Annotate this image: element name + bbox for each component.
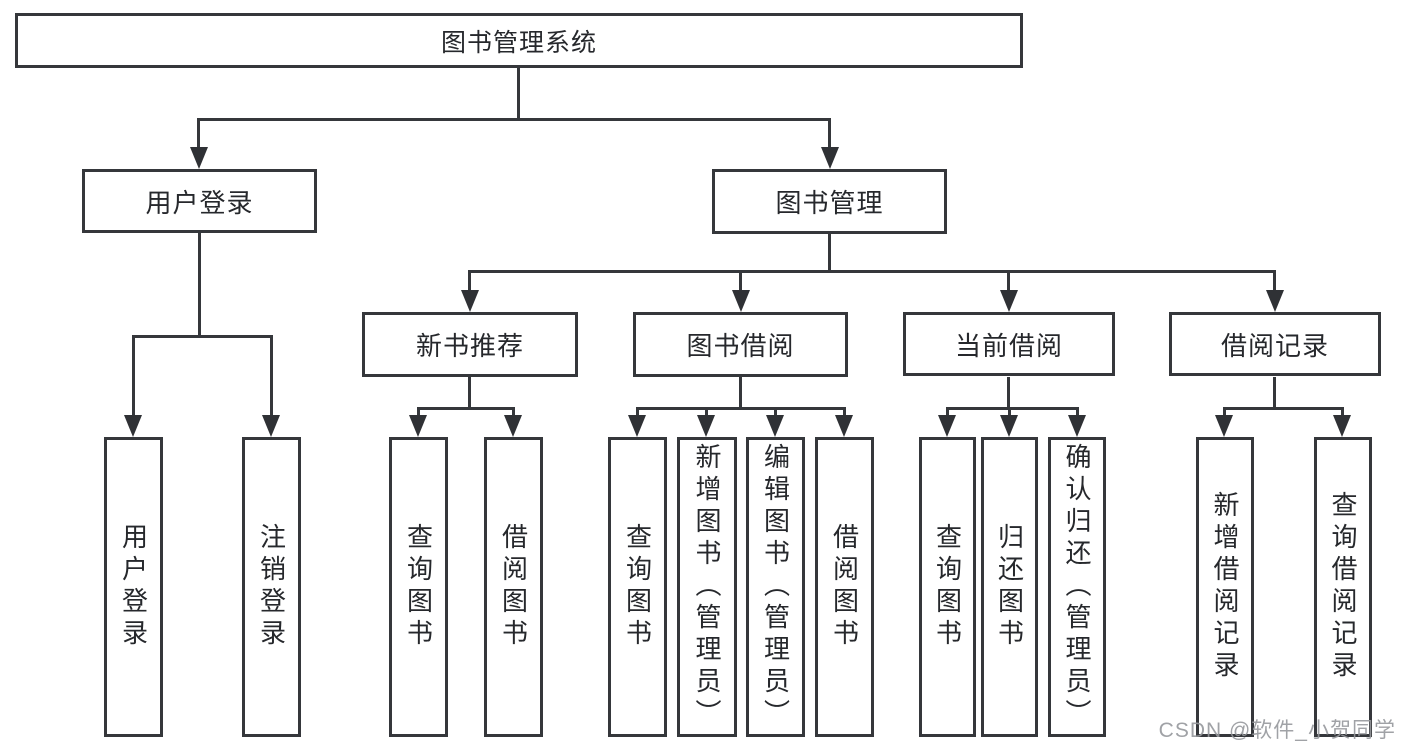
- leaf-return-book: 归还图书: [981, 437, 1038, 737]
- connector-h: [1223, 407, 1344, 410]
- arrow-down-icon: [766, 415, 784, 437]
- leaf-borrow-books-borrowing: 借阅图书: [815, 437, 874, 737]
- connector-v: [1273, 377, 1276, 407]
- leaf-label: 用户登录: [118, 523, 149, 651]
- connector-v: [512, 407, 515, 417]
- leaf-label: 借阅图书: [829, 523, 860, 651]
- leaf-label: 查询图书: [403, 523, 434, 651]
- arrow-down-icon: [732, 290, 750, 312]
- connector-v: [198, 233, 201, 335]
- node-book-borrowing: 图书借阅: [633, 312, 848, 377]
- connector-v: [1341, 407, 1344, 417]
- connector-v: [468, 377, 471, 407]
- leaf-borrow-books-recommend: 借阅图书: [484, 437, 543, 737]
- connector-h: [197, 118, 831, 121]
- connector-v: [774, 407, 777, 417]
- node-user-login: 用户登录: [82, 169, 317, 233]
- connector-v: [468, 270, 471, 291]
- csdn-watermark: CSDN @软件_小贺同学: [1158, 719, 1396, 742]
- node-label: 用户登录: [145, 187, 254, 218]
- arrow-down-icon: [1000, 415, 1018, 437]
- arrow-down-icon: [821, 147, 839, 169]
- node-label: 图书借阅: [686, 331, 795, 361]
- leaf-label: 归还图书: [994, 523, 1025, 651]
- connector-v: [1007, 377, 1010, 407]
- arrow-down-icon: [628, 415, 646, 437]
- node-book-management: 图书管理: [712, 169, 947, 234]
- arrow-down-icon: [1266, 290, 1284, 312]
- leaf-label: 查询借阅记录: [1328, 491, 1358, 683]
- node-current-borrowing: 当前借阅: [903, 312, 1115, 376]
- arrow-down-icon: [938, 415, 956, 437]
- connector-h: [417, 407, 515, 410]
- leaf-label: 查询图书: [622, 523, 653, 651]
- leaf-query-books-recommend: 查询图书: [389, 437, 448, 737]
- leaf-query-books-current: 查询图书: [919, 437, 976, 737]
- leaf-label: 新增图书（管理员）: [692, 443, 722, 731]
- leaf-logout: 注销登录: [242, 437, 301, 737]
- leaf-label: 确认归还（管理员）: [1062, 443, 1092, 731]
- node-borrowing-records: 借阅记录: [1169, 312, 1381, 376]
- leaf-label: 借阅图书: [498, 523, 529, 651]
- node-label: 借阅记录: [1220, 330, 1329, 361]
- arrow-down-icon: [697, 415, 715, 437]
- arrow-down-icon: [124, 415, 142, 437]
- connector-v: [739, 377, 742, 407]
- leaf-edit-book-admin: 编辑图书（管理员）: [746, 437, 805, 737]
- connector-h: [132, 335, 273, 338]
- connector-v: [132, 335, 135, 416]
- connector-v: [1008, 407, 1011, 417]
- node-new-book-recommend: 新书推荐: [362, 312, 578, 377]
- connector-v: [517, 68, 520, 120]
- arrow-down-icon: [1333, 415, 1351, 437]
- connector-v: [705, 407, 708, 417]
- leaf-add-book-admin: 新增图书（管理员）: [677, 437, 737, 737]
- node-library-management-system: 图书管理系统: [15, 13, 1023, 68]
- connector-h: [636, 407, 846, 410]
- leaf-confirm-return-admin: 确认归还（管理员）: [1048, 437, 1106, 737]
- connector-v: [828, 234, 831, 270]
- arrow-down-icon: [262, 415, 280, 437]
- node-label: 图书管理系统: [440, 28, 597, 57]
- arrow-down-icon: [190, 147, 208, 169]
- connector-v: [1223, 407, 1226, 417]
- leaf-query-borrow-record: 查询借阅记录: [1314, 437, 1372, 737]
- arrow-down-icon: [504, 415, 522, 437]
- connector-v: [1007, 270, 1010, 291]
- connector-v: [946, 407, 949, 417]
- arrow-down-icon: [1215, 415, 1233, 437]
- arrow-down-icon: [409, 415, 427, 437]
- arrow-down-icon: [835, 415, 853, 437]
- connector-h: [946, 407, 1079, 410]
- connector-v: [739, 270, 742, 291]
- connector-v: [270, 335, 273, 416]
- arrow-down-icon: [1000, 290, 1018, 312]
- leaf-label: 查询图书: [932, 523, 963, 651]
- connector-h: [468, 270, 1276, 273]
- connector-v: [636, 407, 639, 417]
- node-label: 新书推荐: [415, 331, 524, 361]
- leaf-label: 编辑图书（管理员）: [760, 443, 791, 731]
- node-label: 图书管理: [775, 188, 884, 218]
- arrow-down-icon: [461, 290, 479, 312]
- connector-v: [828, 118, 831, 150]
- leaf-label: 新增借阅记录: [1210, 491, 1240, 683]
- leaf-query-books-borrowing: 查询图书: [608, 437, 667, 737]
- arrow-down-icon: [1068, 415, 1086, 437]
- node-label: 当前借阅: [954, 330, 1063, 361]
- leaf-add-borrow-record: 新增借阅记录: [1196, 437, 1254, 737]
- leaf-label: 注销登录: [256, 523, 287, 651]
- connector-v: [843, 407, 846, 417]
- connector-v: [197, 118, 200, 150]
- connector-v: [417, 407, 420, 417]
- connector-v: [1273, 270, 1276, 291]
- leaf-user-login: 用户登录: [104, 437, 163, 737]
- connector-v: [1076, 407, 1079, 417]
